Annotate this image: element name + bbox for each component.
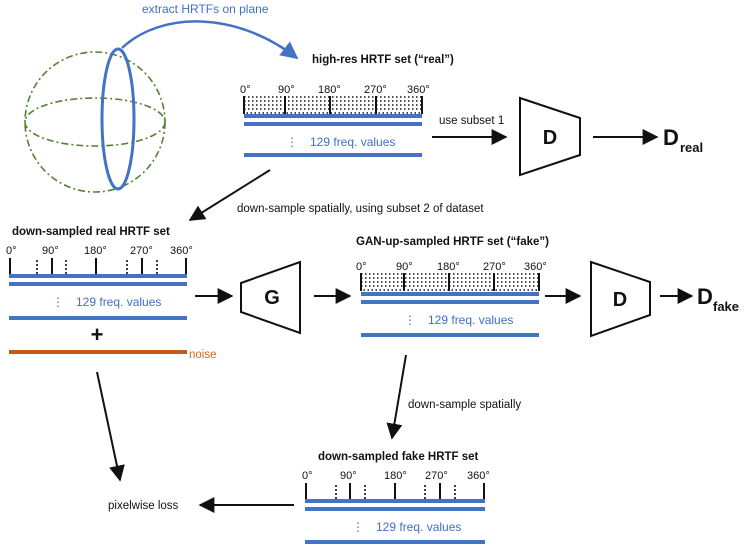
high-res-title: high-res HRTF set (“real”) [312,54,454,66]
high-res-tick-3: 270° [364,84,387,96]
down-real-tick-0: 0° [6,245,17,257]
gan-tick-4: 360° [524,261,547,273]
high-res-freq: 129 freq. values [310,135,395,149]
discriminator-real-block: D [519,96,581,177]
down-fake-tick-3: 270° [425,470,448,482]
gan-freq: 129 freq. values [428,313,513,327]
d-real-sub: real [680,140,703,155]
use-subset-label: use subset 1 [439,115,504,127]
high-res-tick-0: 0° [240,84,251,96]
discriminator-fake-block: D [590,260,651,338]
high-res-ticks: 0° 90° 180° 270° 360° [240,84,430,96]
d-real-output: D real [663,125,703,155]
d-fake-output: D fake [697,284,739,314]
down-fake-tick-2: 180° [384,470,407,482]
noise-label: noise [189,349,217,361]
sphere-icon [24,47,166,193]
high-res-set: high-res HRTF set (“real”) 0° 90° 180° 2… [240,54,454,157]
generator-label: G [264,287,280,309]
gan-tick-0: 0° [356,261,367,273]
high-res-tick-4: 360° [407,84,430,96]
down-fake-tick-1: 90° [340,470,357,482]
discriminator-real-label: D [543,127,557,149]
d-fake-sub: fake [713,299,739,314]
down-real-dots: ⋮ [52,295,64,309]
down-real-tick-3: 270° [130,245,153,257]
d-real-main: D [663,125,679,150]
down-fake-set: down-sampled fake HRTF set 0° 90° 180° 2… [302,451,490,544]
gan-title: GAN-up-sampled HRTF set (“fake”) [356,236,549,248]
noise-bar [9,350,187,354]
downsample-subset2-label: down-sample spatially, using subset 2 of… [237,203,484,215]
extract-label: extract HRTFs on plane [142,2,269,16]
extract-arrow [121,20,299,60]
down-real-tick-1: 90° [42,245,59,257]
gan-tick-1: 90° [396,261,413,273]
discriminator-fake-label: D [613,289,627,311]
downsample-spatial-label: down-sample spatially [408,399,521,411]
d-fake-main: D [697,284,713,309]
down-fake-tick-4: 360° [467,470,490,482]
high-res-tick-2: 180° [318,84,341,96]
gan-set: GAN-up-sampled HRTF set (“fake”) 0° 90° … [356,236,549,337]
down-fake-dots: ⋮ [352,520,364,534]
plus-sign: + [91,322,104,347]
gan-dots: ⋮ [404,313,416,327]
gan-tick-2: 180° [437,261,460,273]
high-res-dots: ⋮ [286,135,298,149]
gan-tick-3: 270° [483,261,506,273]
down-real-title: down-sampled real HRTF set [12,226,170,238]
down-real-tick-4: 360° [170,245,193,257]
down-real-set: down-sampled real HRTF set 0° 90° 180° 2… [6,226,193,320]
down-fake-freq: 129 freq. values [376,520,461,534]
generator-block: G [240,260,301,335]
down-fake-tick-0: 0° [302,470,313,482]
pixelwise-loss-label: pixelwise loss [108,500,179,512]
high-res-tick-1: 90° [278,84,295,96]
down-real-freq: 129 freq. values [76,295,161,309]
down-fake-title: down-sampled fake HRTF set [318,451,479,463]
down-real-tick-2: 180° [84,245,107,257]
